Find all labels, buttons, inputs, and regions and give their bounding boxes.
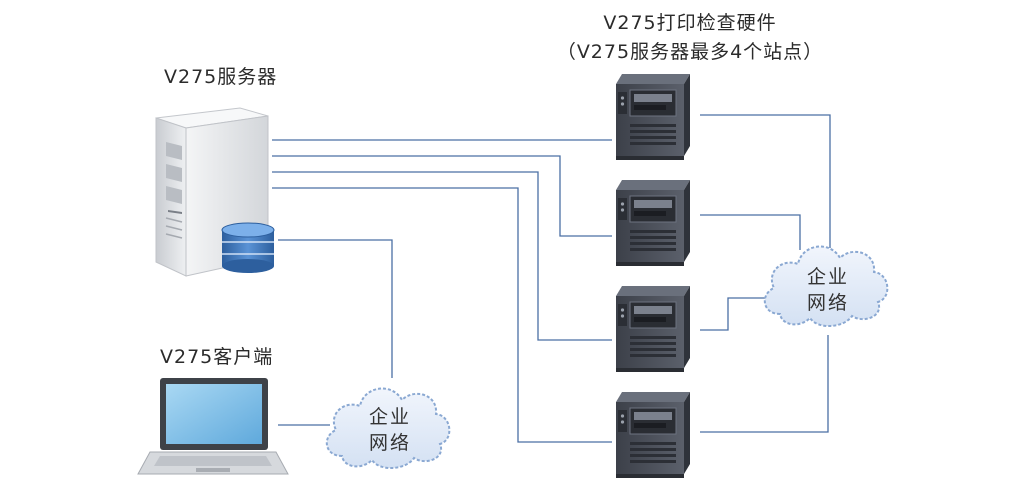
line-server-printer-3 [272,171,612,341]
line-server-cloud-left [278,239,393,378]
printer-icon [615,391,691,479]
line-printer3-cloud-right [700,297,768,331]
printers-title-line2: （V275服务器最多4个站点） [556,41,824,63]
cloud-label-right: 企业 网络 [796,264,860,316]
cloud-label-left-line1: 企业 [368,406,411,428]
line-server-printer-4 [272,187,612,443]
printers-title-line1: V275打印检查硬件 [603,12,777,34]
printer-icon [615,179,691,267]
laptop-icon [137,378,289,475]
server-label: V275服务器 [164,66,278,88]
server-icon [155,107,269,277]
cloud-label-left: 企业 网络 [358,404,422,456]
printer-icon [615,73,691,161]
connector-lines [272,114,831,443]
line-printer2-cloud-right [700,214,801,250]
cloud-label-left-line2: 网络 [368,432,411,454]
printers-title: V275打印检查硬件 （V275服务器最多4个站点） [530,8,850,64]
line-printer1-cloud-right [700,114,831,248]
line-printer4-cloud-right [700,335,829,433]
line-server-printer-2 [272,155,612,237]
printer-icon [615,285,691,373]
database-icon [221,222,275,273]
client-label: V275客户端 [160,346,274,368]
cloud-label-right-line1: 企业 [806,266,849,288]
cloud-label-right-line2: 网络 [806,292,849,314]
